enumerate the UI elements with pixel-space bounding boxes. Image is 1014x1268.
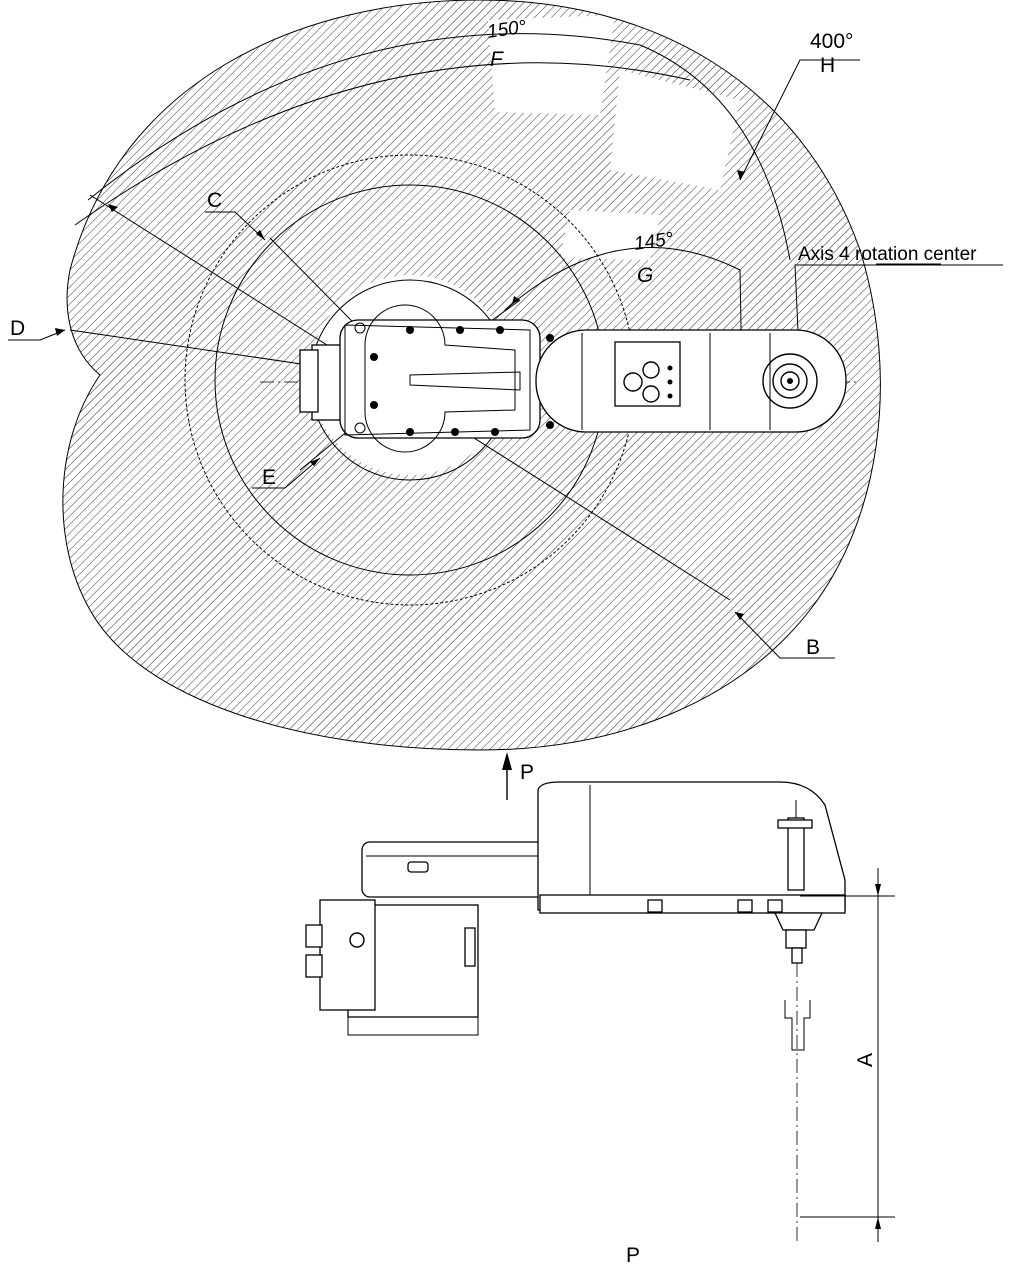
view-arrow-p [502, 752, 512, 800]
label-letter-g: G [637, 264, 653, 287]
dimension-a [800, 868, 895, 1242]
label-a: A [854, 1053, 877, 1067]
work-envelope [62, 0, 881, 751]
label-b: B [806, 636, 820, 659]
robot-top-view [299, 304, 847, 453]
label-angle-h: 400° [810, 30, 853, 53]
label-d: D [10, 317, 25, 340]
label-p-bottom: P [626, 1244, 640, 1267]
label-c: C [207, 189, 222, 212]
robot-side-view [305, 781, 846, 1245]
hatched-area [62, 0, 881, 750]
label-axis4-rotation-center: Axis 4 rotation center [798, 244, 977, 265]
label-e: E [262, 466, 276, 489]
label-letter-h: H [820, 54, 835, 77]
label-p-arrow: P [520, 761, 534, 784]
label-letter-f: F [490, 48, 504, 71]
